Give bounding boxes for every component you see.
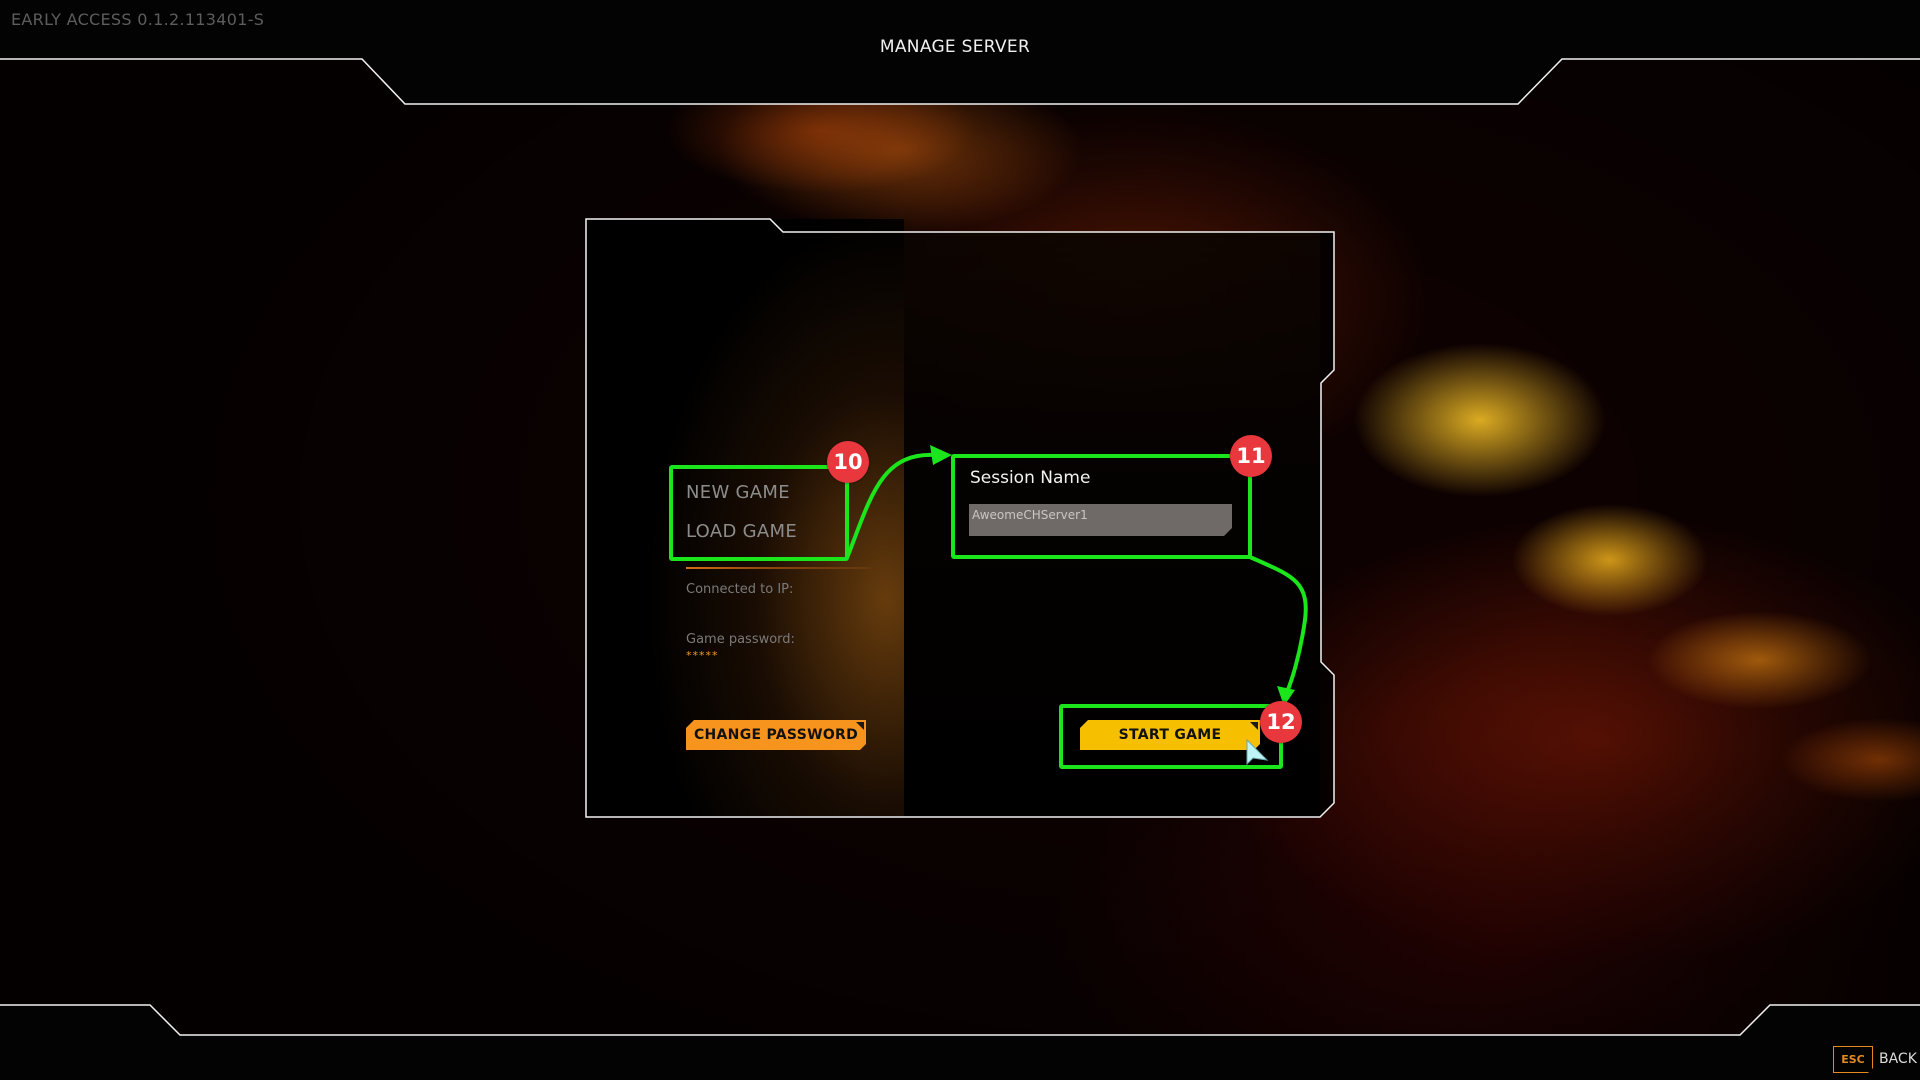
menu-separator: [686, 567, 871, 569]
change-password-button[interactable]: CHANGE PASSWORD: [686, 720, 866, 750]
arrowhead-icon: [1277, 686, 1295, 706]
start-game-label: START GAME: [1118, 727, 1222, 743]
start-game-button[interactable]: START GAME: [1080, 720, 1260, 750]
panel-left-section: [586, 219, 904, 816]
game-password-label: Game password:: [686, 632, 795, 647]
back-button[interactable]: BACK: [1879, 1051, 1917, 1067]
version-label: EARLY ACCESS 0.1.2.113401-S: [11, 10, 265, 29]
change-password-label: CHANGE PASSWORD: [693, 727, 859, 743]
game-password-value: *****: [686, 649, 719, 662]
session-name-label: Session Name: [970, 468, 1091, 488]
mouse-cursor-icon: [1246, 738, 1269, 766]
arrowhead-icon: [930, 445, 952, 465]
button-corner-icon: [856, 722, 864, 730]
connected-ip-label: Connected to IP:: [686, 582, 794, 597]
session-name-input[interactable]: [969, 504, 1232, 536]
annotation-badge-10: 10: [827, 441, 869, 483]
annotation-badge-12: 12: [1260, 701, 1302, 743]
annotation-box-10: [669, 465, 849, 561]
annotation-box-11: [951, 454, 1252, 559]
annotation-badge-11: 11: [1230, 435, 1272, 477]
page-title: MANAGE SERVER: [879, 37, 1031, 57]
esc-key-icon[interactable]: ESC: [1833, 1046, 1873, 1073]
load-game-menu-item[interactable]: LOAD GAME: [686, 521, 797, 542]
new-game-menu-item[interactable]: NEW GAME: [686, 482, 790, 503]
button-corner-icon: [1250, 722, 1258, 730]
